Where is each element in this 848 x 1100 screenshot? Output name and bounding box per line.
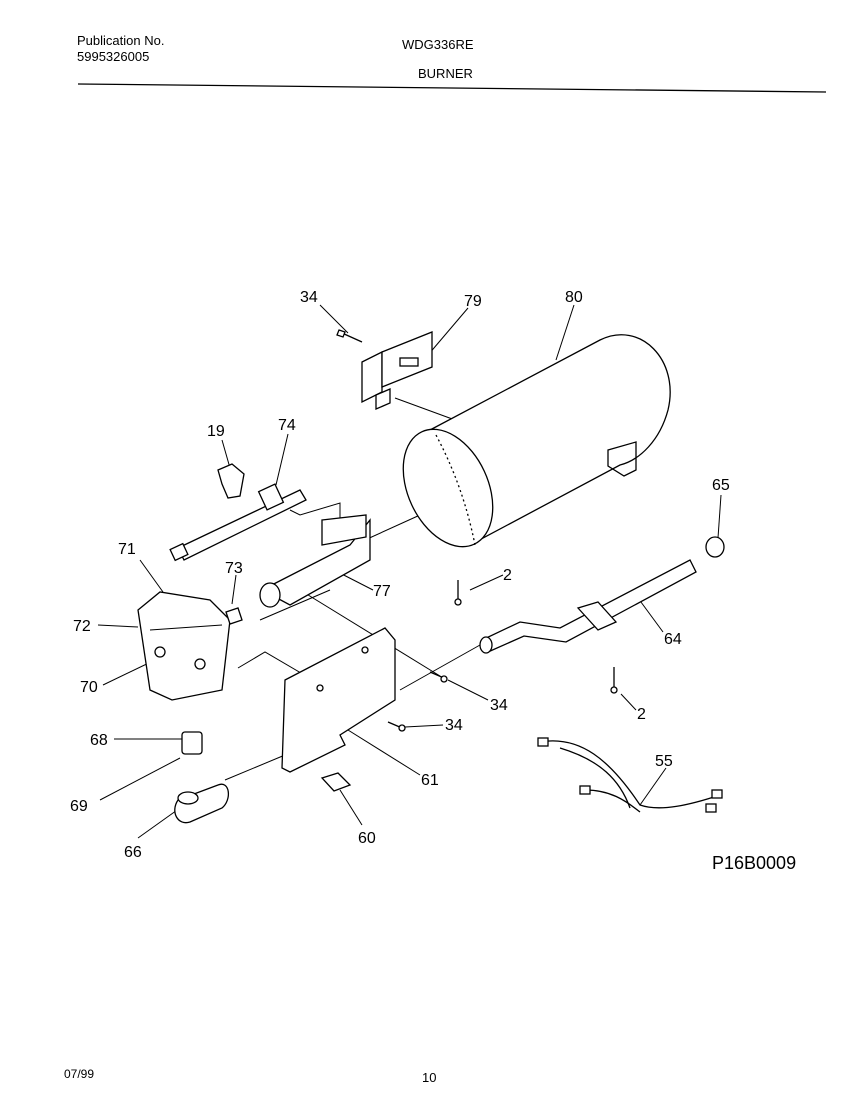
screw-34-top [336, 329, 363, 343]
callout-71: 71 [118, 541, 136, 558]
clip-19 [217, 463, 245, 499]
callout-60: 60 [358, 830, 376, 847]
screw-2-right [610, 667, 618, 694]
callout-69: 69 [70, 798, 88, 815]
callout-34-top: 34 [300, 289, 318, 306]
publication-number: 5995326005 [77, 49, 150, 64]
footer-date: 07/99 [64, 1067, 95, 1081]
drawing-id: P16B0009 [712, 853, 797, 873]
screw-2-center [454, 580, 462, 606]
screw-34-mid [429, 671, 448, 683]
callout-34-mid: 34 [490, 697, 508, 714]
bracket-61 [281, 627, 396, 773]
callout-55: 55 [655, 753, 673, 770]
model-number: WDG336RE [402, 37, 474, 52]
callout-2-center: 2 [503, 567, 512, 584]
callout-2-right: 2 [637, 706, 646, 723]
callout-80: 80 [565, 289, 583, 306]
page-number: 10 [422, 1070, 437, 1085]
burner-tube-77 [259, 514, 371, 608]
callout-79: 79 [464, 293, 482, 310]
callout-61: 61 [421, 772, 439, 789]
callout-66: 66 [124, 844, 142, 861]
callout-68: 68 [90, 732, 108, 749]
section-title: BURNER [418, 66, 473, 81]
cap-65 [705, 536, 725, 558]
manifold-64 [479, 559, 697, 654]
fitting-68 [181, 731, 203, 755]
callout-77: 77 [373, 583, 391, 600]
publication-label: Publication No. [77, 33, 165, 48]
gas-valve-71 [137, 591, 243, 701]
callout-70: 70 [80, 679, 98, 696]
wire-harness-55 [537, 737, 723, 813]
combustion-chamber-80 [402, 334, 671, 548]
callout-34-low: 34 [445, 717, 463, 734]
screw-34-low [387, 721, 406, 732]
callout-74: 74 [278, 417, 296, 434]
bracket-79 [361, 331, 433, 410]
callout-64: 64 [664, 631, 682, 648]
igniter-74 [169, 483, 307, 562]
header-rule [78, 83, 826, 93]
callout-65: 65 [712, 477, 730, 494]
callout-72: 72 [73, 618, 91, 635]
clip-60 [320, 772, 352, 792]
elbow-66 [174, 783, 229, 824]
callout-73: 73 [225, 560, 243, 577]
callout-19: 19 [207, 423, 225, 440]
